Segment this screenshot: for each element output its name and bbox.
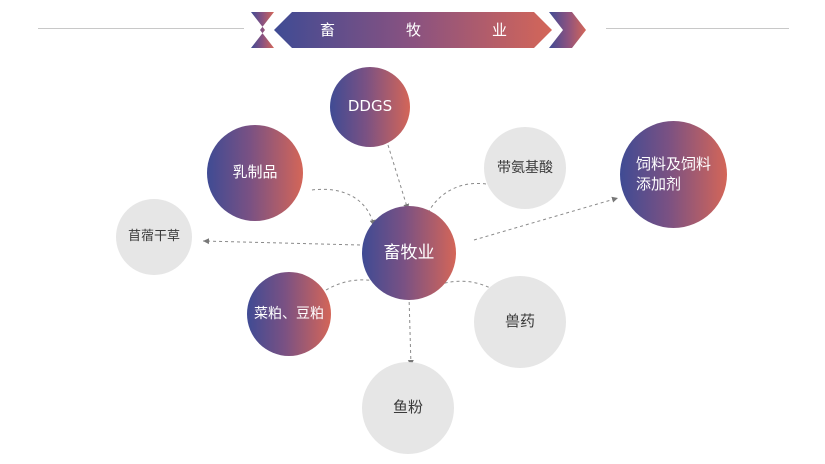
edge-amino-acid [423, 182, 487, 223]
node-ddgs-label: DDGS [347, 97, 393, 116]
banner-char-1: 畜 [320, 20, 336, 39]
node-alfalfa: 苜蓿干草 [116, 199, 192, 275]
node-center-label: 畜牧业 [383, 242, 435, 263]
header-line-left [38, 28, 244, 29]
banner-title: 畜 牧 业 [296, 10, 528, 48]
node-amino-acid: 带氨基酸 [484, 127, 566, 209]
edge-alfalfa [202, 238, 361, 246]
node-vet-drug-label: 兽药 [504, 312, 535, 331]
edge-ddgs [387, 144, 410, 211]
banner-left-chevron [251, 12, 274, 48]
header-line-right [606, 28, 789, 29]
node-feed: 饲料及饲料 添加剂 [620, 121, 727, 228]
node-fish-meal-label: 鱼粉 [392, 398, 423, 417]
banner-body [274, 12, 552, 48]
node-feed-label-line2: 添加剂 [635, 174, 681, 193]
node-ddgs: DDGS [330, 67, 410, 147]
node-feed-text: 饲料及饲料 添加剂 [636, 155, 711, 194]
node-alfalfa-label: 苜蓿干草 [127, 228, 180, 244]
banner-char-2: 牧 [406, 20, 422, 39]
title-banner [251, 12, 586, 48]
node-vet-drug: 兽药 [474, 276, 566, 368]
node-feed-label-line1: 饲料及饲料 [635, 155, 711, 173]
node-center: 畜牧业 [362, 206, 456, 300]
node-dairy-label: 乳制品 [232, 163, 278, 182]
edge-meal [325, 279, 401, 294]
banner-char-3: 业 [492, 20, 508, 39]
node-meal-label: 菜粕、豆粕 [254, 305, 324, 322]
node-meal: 菜粕、豆粕 [247, 272, 331, 356]
edge-feed [473, 196, 619, 241]
edge-fish-meal [407, 295, 414, 367]
node-fish-meal: 鱼粉 [362, 362, 454, 454]
banner-right-chevron [549, 12, 586, 48]
edge-dairy [311, 188, 376, 227]
node-amino-acid-label: 带氨基酸 [497, 159, 553, 176]
node-dairy: 乳制品 [207, 125, 303, 221]
